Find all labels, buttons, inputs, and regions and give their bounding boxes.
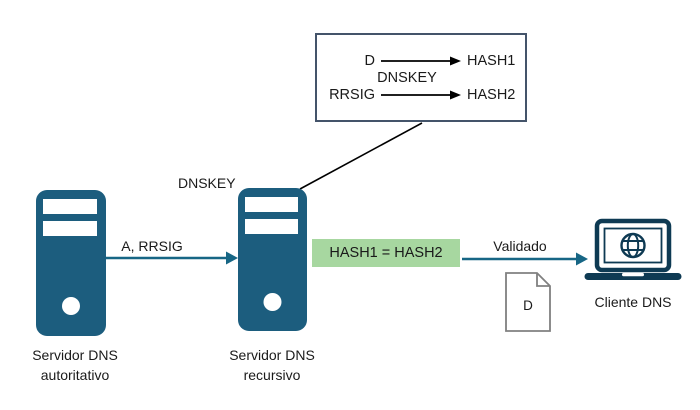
hash-equal-highlight: HASH1 = HASH2: [312, 239, 460, 267]
document-icon: [505, 272, 551, 332]
hash-row2-input-label: RRSIG: [329, 86, 375, 103]
server-tower-icon: [36, 190, 106, 336]
callout-line: [299, 122, 423, 190]
recursive-server-label: Servidor DNS recursivo: [209, 345, 335, 385]
dnskey-label: DNSKEY: [178, 175, 236, 191]
query-arrow-label: A, RRSIG: [121, 238, 183, 254]
authoritative-server-label-line2: autoritativo: [40, 367, 110, 383]
right-arrow-icon: [379, 87, 463, 103]
client-label: Cliente DNS: [594, 294, 672, 310]
server-tower-icon: [238, 188, 307, 331]
hash-row2-output-label: HASH2: [467, 86, 516, 103]
validated-arrow-label: Validado: [493, 238, 547, 254]
document-letter: D: [523, 298, 533, 313]
recursive-server-label-line1: Servidor DNS: [229, 347, 315, 363]
recursive-server-label-line2: recursivo: [243, 367, 301, 383]
authoritative-server-label: Servidor DNS autoritativo: [12, 345, 138, 385]
authoritative-server-label-line1: Servidor DNS: [32, 347, 118, 363]
globe-icon: [620, 232, 646, 259]
hash-row1-input-label: D: [364, 52, 375, 69]
laptop-icon: [584, 218, 682, 280]
hash-comparison-box: D HASH1 DNSKEY RRSIG HASH2: [315, 33, 527, 122]
hash-row1-output-label: HASH1: [467, 52, 516, 69]
hash-box-dnskey-label: DNSKEY: [377, 69, 437, 86]
right-arrow-icon: [379, 53, 463, 69]
query-arrow-head: [226, 251, 238, 265]
